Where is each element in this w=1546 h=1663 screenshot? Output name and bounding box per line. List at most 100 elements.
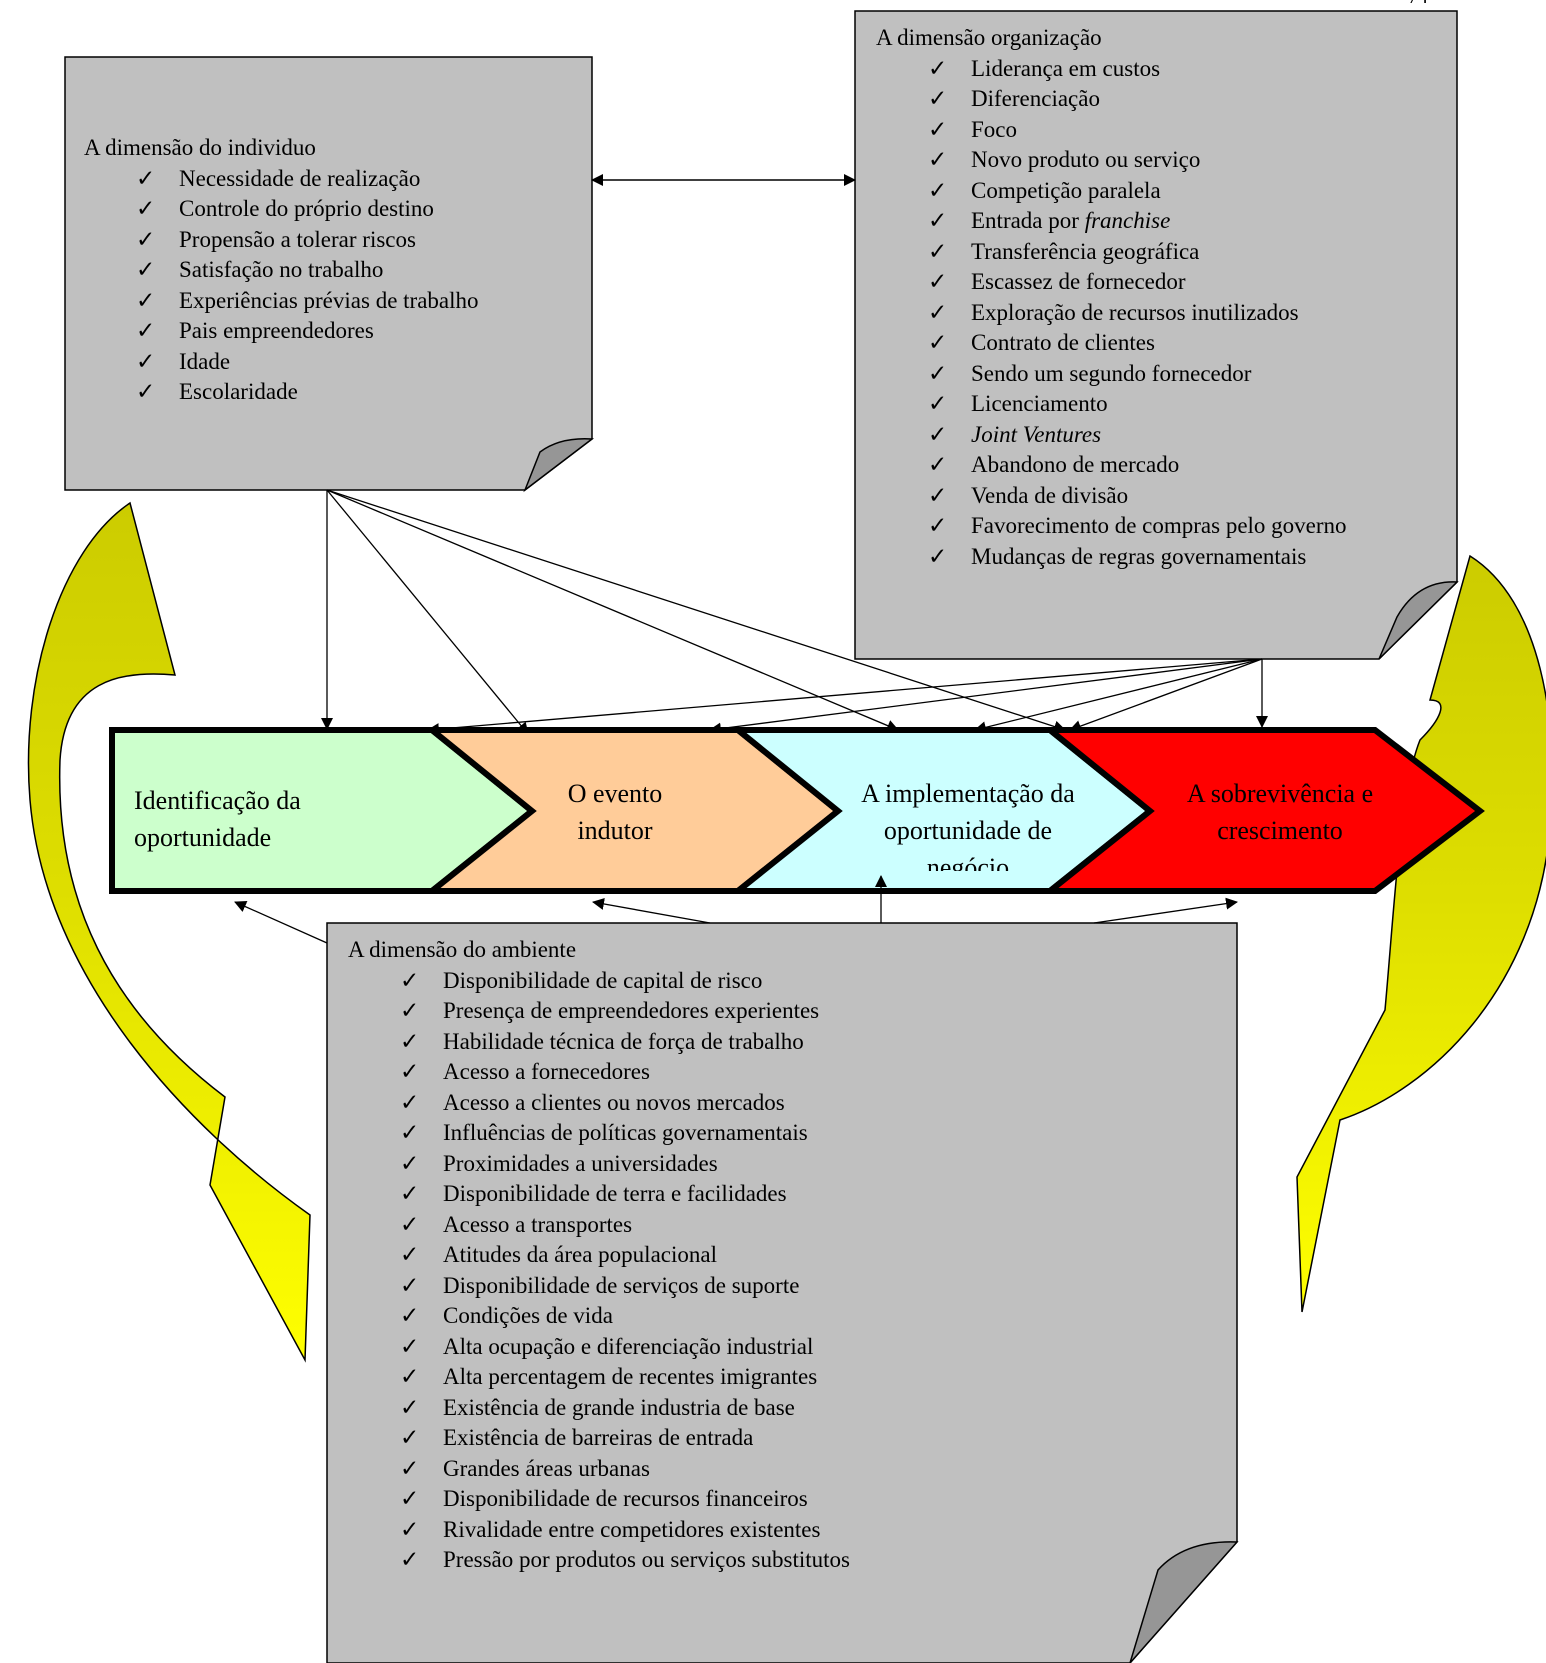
organization-item: ✓Novo produto ou serviço bbox=[876, 145, 1347, 176]
check-icon: ✓ bbox=[400, 1028, 420, 1054]
check-icon: ✓ bbox=[928, 330, 948, 355]
environment-item-text: Proximidades a universidades bbox=[443, 1150, 718, 1176]
environment-item: ✓ Proximidades a universidades bbox=[348, 1149, 850, 1180]
check-icon: ✓ bbox=[400, 1059, 420, 1084]
individual-note-fold bbox=[523, 438, 595, 493]
check-icon: ✓ bbox=[400, 1333, 420, 1359]
check-icon: ✓ bbox=[400, 1089, 420, 1115]
environment-item-text: Disponibilidade de capital de risco bbox=[443, 967, 763, 993]
right-curved-arrow bbox=[1296, 554, 1546, 1313]
environment-item: ✓Alta percentagem de recentes imigrantes bbox=[348, 1362, 850, 1393]
organization-item: ✓Escassez de fornecedor bbox=[876, 267, 1347, 298]
environment-item: ✓Acesso a fornecedores bbox=[348, 1057, 850, 1088]
individual-item: ✓Pais empreendedores bbox=[84, 316, 479, 347]
check-icon: ✓ bbox=[928, 543, 948, 569]
individual-item-text: Escolaridade bbox=[179, 379, 298, 404]
individual-item: ✓Propensão a tolerar riscos bbox=[84, 225, 479, 256]
organization-item-text: Competição paralela bbox=[971, 177, 1161, 203]
check-icon: ✓ bbox=[136, 287, 156, 313]
environment-item-text: Existência de grande industria de base bbox=[443, 1394, 795, 1420]
check-icon: ✓ bbox=[136, 165, 156, 191]
check-icon: ✓ bbox=[400, 998, 420, 1023]
check-icon: ✓ bbox=[928, 177, 948, 203]
individual-item-text: Satisfação no trabalho bbox=[179, 257, 384, 282]
check-icon: ✓ bbox=[136, 196, 156, 221]
environment-item: ✓Pressão por produtos ou serviços substi… bbox=[348, 1545, 850, 1576]
organization-item: ✓Entrada por franchise bbox=[876, 206, 1347, 237]
check-icon: ✓ bbox=[400, 1242, 420, 1267]
check-icon: ✓ bbox=[928, 299, 948, 325]
environment-item-text: Acesso a clientes ou novos mercados bbox=[443, 1089, 785, 1115]
environment-item-text: Alta percentagem de recentes imigrantes bbox=[443, 1364, 818, 1389]
check-icon: ✓ bbox=[928, 55, 948, 81]
check-icon: ✓ bbox=[136, 348, 156, 374]
check-icon: ✓ bbox=[400, 1181, 420, 1206]
organization-item-text: Liderança em custos bbox=[971, 55, 1161, 81]
environment-item: ✓Existência de barreiras de entrada bbox=[348, 1423, 850, 1454]
check-icon: ✓ bbox=[928, 269, 948, 294]
stage-label-identification: Identificação da oportunidade bbox=[134, 786, 301, 852]
environment-item-text: Influências de políticas governamentais bbox=[443, 1120, 808, 1145]
organization-item: ✓Transferência geográfica bbox=[876, 237, 1347, 268]
environment-item-text: Rivalidade entre competidores existentes bbox=[443, 1516, 821, 1542]
individual-item: ✓Necessidade de realização bbox=[84, 164, 479, 195]
stage-label-implementation: A implementação da oportunidade de negóc… bbox=[861, 779, 1075, 871]
environment-item: ✓Habilidade técnica de força de trabalho bbox=[348, 1027, 850, 1058]
stage-chevron-survival bbox=[1041, 727, 1485, 894]
check-icon: ✓ bbox=[400, 967, 420, 993]
environment-item: ✓ Disponibilidade de terra e facilidades bbox=[348, 1179, 850, 1210]
organization-item-text: Novo produto ou serviço bbox=[971, 147, 1201, 172]
individual-list: ✓Necessidade de realização✓Controle do p… bbox=[84, 164, 479, 408]
environment-item: ✓Acesso a transportes bbox=[348, 1210, 850, 1241]
environment-item-text: Pressão por produtos ou serviços substit… bbox=[443, 1547, 850, 1572]
organization-item-text: Abandono de mercado bbox=[971, 452, 1180, 477]
environment-item-text: Disponibilidade de serviços de suporte bbox=[443, 1272, 800, 1298]
left-curved-arrow bbox=[27, 501, 311, 1363]
check-icon: ✓ bbox=[400, 1150, 420, 1176]
check-icon: ✓ bbox=[136, 379, 156, 404]
individual-item-text: Controle do próprio destino bbox=[179, 196, 434, 221]
environment-note-fold bbox=[1129, 1541, 1239, 1663]
individual-connectors bbox=[321, 489, 1066, 735]
environment-item: ✓Presença de empreendedores experientes bbox=[348, 996, 850, 1027]
organization-item: ✓ Liderança em custos bbox=[876, 54, 1347, 85]
environment-connectors bbox=[234, 875, 1238, 944]
check-icon: ✓ bbox=[928, 116, 948, 142]
environment-item-text: Acesso a transportes bbox=[443, 1211, 633, 1237]
organization-item: ✓Licenciamento bbox=[876, 389, 1347, 420]
stage-label-survival: A sobrevivência e crescimento bbox=[1186, 779, 1374, 845]
organization-item-text: Transferência geográfica bbox=[971, 238, 1200, 264]
check-icon: ✓ bbox=[928, 452, 948, 477]
environment-item: ✓ Disponibilidade de capital de risco bbox=[348, 966, 850, 997]
check-icon: ✓ bbox=[400, 1303, 420, 1328]
organization-item-text: Diferenciação bbox=[971, 86, 1100, 111]
check-icon: ✓ bbox=[928, 421, 948, 447]
organization-item: ✓Joint Ventures bbox=[876, 420, 1347, 451]
environment-note: A dimensão do ambiente ✓Disponibilidade … bbox=[348, 935, 850, 1576]
organization-list: ✓ Liderança em custos ✓ Diferenciação ✓ Foco ✓… bbox=[876, 54, 1347, 573]
organization-item-text: Contrato de clientes bbox=[971, 330, 1155, 355]
check-icon: ✓ bbox=[928, 391, 948, 416]
check-icon: ✓ bbox=[400, 1120, 420, 1145]
organization-item-text: Sendo um segundo fornecedor bbox=[971, 360, 1252, 386]
organization-title: A dimensão organização bbox=[876, 25, 1102, 50]
individual-item: ✓ Controle do próprio destino bbox=[84, 194, 479, 225]
environment-item: ✓Rivalidade entre competidores existente… bbox=[348, 1515, 850, 1546]
environment-item-text: Alta ocupação e diferenciação industrial bbox=[443, 1333, 814, 1359]
organization-item: ✓Sendo um segundo fornecedor bbox=[876, 359, 1347, 390]
individual-item-text: Experiências prévias de trabalho bbox=[179, 287, 479, 313]
environment-item: ✓ Atitudes da área populacional bbox=[348, 1240, 850, 1271]
organization-item-text: Favorecimento de compras pelo governo bbox=[971, 513, 1347, 538]
environment-item: ✓Grandes áreas urbanas bbox=[348, 1454, 850, 1485]
organization-item: ✓Favorecimento de compras pelo governo bbox=[876, 511, 1347, 542]
environment-item-text: Atitudes da área populacional bbox=[443, 1242, 717, 1267]
environment-item-text: Existência de barreiras de entrada bbox=[443, 1425, 754, 1450]
organization-item-text: Foco bbox=[971, 116, 1017, 142]
individual-item: ✓ Experiências prévias de trabalho bbox=[84, 286, 479, 317]
environment-item-text: Disponibilidade de recursos financeiros bbox=[443, 1486, 808, 1511]
organization-item: ✓ Contrato de clientes bbox=[876, 328, 1347, 359]
environment-item-text: Disponibilidade de terra e facilidades bbox=[443, 1181, 787, 1206]
page-number: 74 bbox=[1408, 0, 1428, 9]
environment-item: ✓Disponibilidade de serviços de suporte bbox=[348, 1271, 850, 1302]
